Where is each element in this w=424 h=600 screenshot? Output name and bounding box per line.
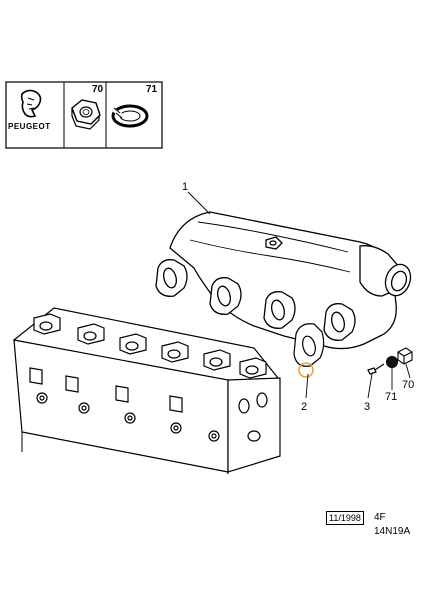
- diagram-reference: 4F 14N19A: [374, 512, 411, 537]
- leader-lines: [187, 191, 411, 399]
- parts-legend-box: PEUGEOT 70 71: [5, 81, 163, 149]
- manifold-port-1: [155, 259, 188, 297]
- callout-71: 71: [385, 391, 397, 403]
- exhaust-manifold: [155, 211, 412, 350]
- manifold-gasket: [293, 323, 325, 378]
- lock-washer-icon: 71: [111, 84, 158, 128]
- revision-date: 11/1998: [326, 511, 364, 525]
- manifold-port-4: [323, 303, 356, 341]
- manifold-port-3: [263, 291, 296, 329]
- callout-2: 2: [301, 401, 307, 413]
- callout-3: 3: [364, 401, 370, 413]
- head-bolt-holes: [36, 392, 220, 442]
- brand-logo-text: PEUGEOT: [8, 122, 51, 131]
- cylinder-head: [13, 307, 281, 474]
- callout-70: 70: [402, 379, 414, 391]
- stud: [367, 363, 385, 375]
- nut-icon: 70: [71, 84, 104, 130]
- peugeot-lion-logo: PEUGEOT: [8, 89, 51, 131]
- manifold-port-2: [209, 277, 242, 315]
- nut: [397, 347, 413, 365]
- highlight-marker: [298, 362, 314, 378]
- legend-number-70: 70: [92, 84, 104, 95]
- cam-bearing-caps: [33, 313, 267, 379]
- legend-number-71: 71: [146, 84, 158, 95]
- washer: [386, 356, 398, 368]
- callout-1: 1: [182, 181, 188, 193]
